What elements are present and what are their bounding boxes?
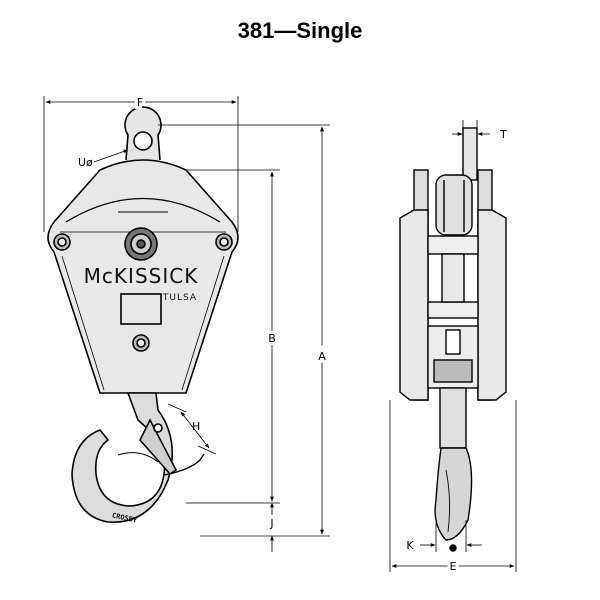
side-shank	[439, 387, 467, 449]
front-view	[47, 106, 239, 523]
brand-name: McKISSICK	[84, 264, 199, 288]
dim-label-U: Uø	[78, 156, 93, 169]
side-hook	[434, 447, 473, 541]
dim-label-E: E	[450, 560, 457, 573]
side-plate-left	[399, 209, 429, 401]
eye-hole	[133, 131, 153, 151]
side-plate-right	[477, 209, 507, 401]
front-dimensions	[43, 96, 330, 552]
center-nut	[124, 227, 158, 261]
dim-leader-U	[93, 149, 129, 163]
dim-label-T: T	[499, 128, 507, 141]
sheave	[435, 174, 473, 236]
side-dimensions	[389, 120, 517, 572]
dim-label-J: J	[269, 517, 273, 530]
dim-label-F: F	[137, 96, 143, 109]
corner-bolt-right	[215, 233, 233, 251]
side-view	[399, 127, 507, 552]
dim-label-A: A	[318, 350, 326, 363]
dim-label-H: H	[192, 420, 200, 433]
lower-bolt	[132, 334, 150, 352]
brand-city: TULSA	[162, 293, 197, 303]
diagram-title: 381—Single	[237, 18, 363, 43]
name-plate	[120, 293, 162, 325]
side-plate	[47, 159, 239, 394]
dim-line-H	[180, 411, 210, 449]
corner-bolt-left	[53, 233, 71, 251]
dim-label-B: B	[268, 332, 276, 345]
dim-label-K: K	[406, 539, 414, 552]
side-top-eye	[462, 127, 478, 181]
